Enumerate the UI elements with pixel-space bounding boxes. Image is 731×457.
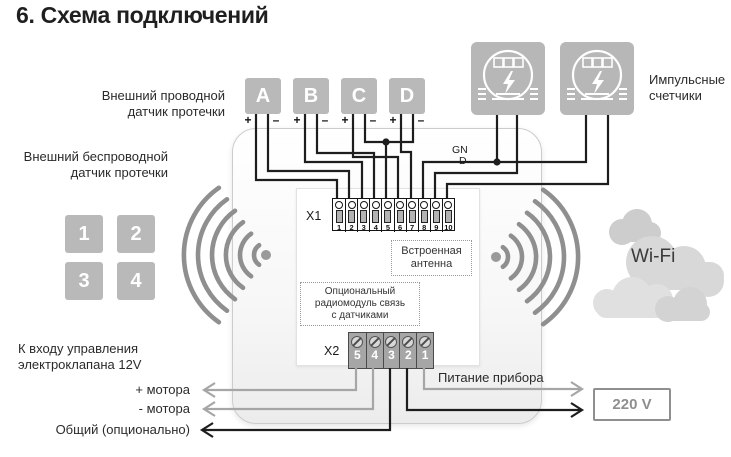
polarity-plus: + [389, 113, 397, 127]
screw-hole-icon [444, 200, 453, 209]
common-wire-label: Общий (опционально) [55, 422, 190, 437]
x1-terminal: 6 [393, 199, 406, 232]
screw-icon [368, 335, 381, 348]
valve-input-label: К входу управления электроклапана 12V [18, 341, 142, 372]
polarity-minus: – [417, 113, 425, 127]
mains-220v-box: 220 V [593, 388, 671, 421]
impulse-counter-box [471, 42, 545, 115]
wired-sensor-label: Внешний проводной датчик протечки [101, 88, 225, 119]
radio-note-line2: радиомодуль связь [314, 298, 406, 309]
wire-slot-icon [444, 209, 452, 223]
wireless-sensor-label: Внешний беспроводной датчик протечки [23, 149, 168, 180]
polarity-minus: – [272, 113, 280, 127]
arrow-right-power2-icon [570, 381, 585, 397]
polarity-plus: + [293, 113, 301, 127]
wire-slot-icon [408, 209, 416, 223]
x2-terminal: 1 [416, 333, 433, 368]
antenna-note-line1: Встроенная [401, 245, 462, 257]
x1-terminal: 2 [345, 199, 357, 232]
arrow-right-power-icon [570, 402, 585, 418]
screw-hole-icon [347, 200, 356, 209]
x2-terminal: 4 [365, 333, 383, 368]
x1-terminal-strip: 1 2 3 4 5 6 7 8 9 10 [332, 198, 455, 232]
antenna-note-line2: антенна [410, 258, 453, 270]
wireless-sensor-1: 1 [65, 215, 103, 253]
radio-note-line1: Опциональный [324, 286, 396, 297]
screw-hole-icon [432, 200, 441, 209]
wired-sensor-box-c: C [341, 78, 377, 114]
wire-slot-icon [384, 209, 392, 223]
x2-terminal-strip: 5 4 3 2 1 [348, 332, 434, 369]
screw-icon [351, 335, 364, 348]
impulse-counters-label: Импульсные счетчики [649, 72, 726, 103]
motor-minus-label: - мотора [138, 401, 190, 416]
polarity-plus: + [341, 113, 349, 127]
impulse-counter-box [560, 42, 634, 115]
screw-hole-icon [396, 200, 405, 209]
x1-terminal: 3 [357, 199, 369, 232]
motor-plus-label: + мотора [135, 382, 190, 397]
wireless-sensor-3: 3 [65, 262, 103, 300]
x2-terminal: 2 [399, 333, 416, 368]
x2-terminal: 3 [382, 333, 400, 368]
screw-hole-icon [371, 200, 380, 209]
x1-terminal: 5 [381, 199, 393, 232]
wire-slot-icon [432, 209, 440, 223]
builtin-antenna-note: Встроенная антенна [391, 240, 472, 276]
x2-terminal: 5 [349, 333, 366, 368]
gnd-label: GN D [452, 144, 468, 167]
electric-meter-icon [567, 49, 627, 101]
radio-module-note: Опциональный радиомодуль связь с датчика… [300, 282, 420, 326]
arrow-left-motor-plus-icon [201, 382, 216, 398]
x1-terminal: 8 [417, 199, 430, 232]
wired-sensor-box-d: D [389, 78, 425, 114]
polarity-minus: – [369, 113, 377, 127]
wired-sensor-box-a: A [245, 78, 281, 114]
wire-slot-icon [348, 209, 356, 223]
page-title: 6. Схема подключений [16, 2, 269, 28]
x1-terminal: 10 [441, 199, 454, 232]
screw-hole-icon [408, 200, 417, 209]
arrow-left-motor-minus-icon [201, 401, 216, 417]
wireless-sensor-4: 4 [117, 262, 155, 300]
screw-hole-icon [359, 200, 368, 209]
device-power-label: Питание прибора [438, 370, 544, 385]
screw-icon [385, 335, 398, 348]
x2-label: X2 [324, 344, 340, 358]
screw-hole-icon [335, 200, 344, 209]
wifi-label: Wi-Fi [631, 246, 676, 267]
wire-slot-icon [372, 209, 380, 223]
wired-sensor-box-b: B [293, 78, 329, 114]
wire-slot-icon [335, 209, 343, 223]
electric-meter-icon [478, 49, 538, 101]
screw-hole-icon [383, 200, 392, 209]
polarity-plus: + [244, 113, 252, 127]
arrow-left-common-icon [199, 422, 214, 438]
x1-terminal: 1 [333, 199, 345, 232]
x1-terminal: 4 [369, 199, 381, 232]
wire-slot-icon [360, 209, 368, 223]
wireless-sensor-2: 2 [117, 215, 155, 253]
screw-icon [402, 335, 415, 348]
x1-terminal: 7 [405, 199, 418, 232]
screw-hole-icon [420, 200, 429, 209]
screw-icon [419, 335, 432, 348]
radio-note-line3: с датчиками [331, 310, 389, 321]
x1-label: X1 [306, 209, 322, 223]
polarity-minus: – [321, 113, 329, 127]
wire-slot-icon [396, 209, 404, 223]
wire-slot-icon [420, 209, 428, 223]
x1-terminal: 9 [429, 199, 442, 232]
